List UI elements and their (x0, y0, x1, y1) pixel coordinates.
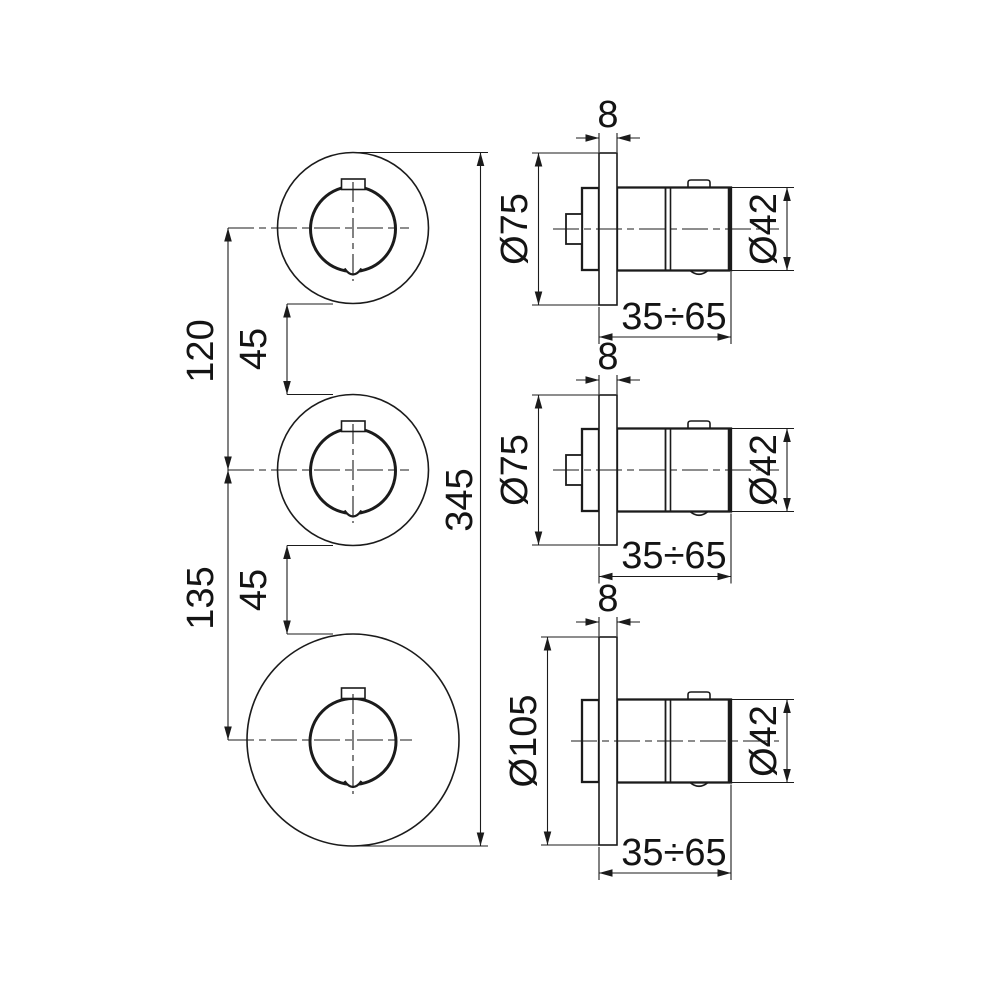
arrowhead (717, 572, 731, 581)
handle-bottom-button (689, 510, 709, 517)
arrowhead (617, 376, 631, 384)
dim-label-135: 135 (180, 566, 222, 629)
arrowhead (283, 381, 291, 395)
arrowhead (224, 228, 232, 242)
arrowhead (585, 376, 599, 384)
dim-wall-depth: 35÷65 (598, 513, 732, 584)
arrowhead (783, 257, 791, 271)
dim-center-spacing: 120 135 (180, 228, 232, 740)
arrowhead (534, 291, 543, 305)
dim-label-plate-diameter: Ø75 (494, 434, 536, 506)
arrowhead (599, 869, 613, 877)
handle-top-button (687, 179, 711, 188)
dim-plate-diameter: Ø105 (503, 636, 599, 846)
arrowhead (783, 428, 791, 442)
arrowhead (534, 395, 543, 409)
handle-bottom-button (689, 781, 709, 788)
dim-label-handle-diameter: Ø42 (743, 705, 785, 777)
dim-label-45-bottom: 45 (233, 569, 275, 611)
arrowhead (224, 726, 232, 740)
dim-label-wall-depth: 35÷65 (621, 535, 726, 577)
dim-label-45-top: 45 (233, 328, 275, 370)
dim-plate-diameter: Ø75 (494, 152, 599, 306)
arrowhead (283, 620, 291, 634)
arrowhead (543, 831, 552, 845)
arrowhead (543, 637, 552, 651)
dim-label-plate-thickness: 8 (597, 336, 618, 378)
dim-label-plate-diameter: Ø105 (503, 695, 545, 788)
arrowhead (224, 470, 232, 484)
dim-label-handle-diameter: Ø42 (743, 434, 785, 506)
arrowhead (717, 333, 731, 341)
dim-plate-thickness: 8 (576, 336, 640, 394)
arrowhead (585, 618, 599, 626)
dim-label-handle-diameter: Ø42 (743, 193, 785, 265)
arrowhead (783, 187, 791, 201)
dim-label-plate-thickness: 8 (597, 578, 618, 620)
front-view: 120 135 45 45 345 (180, 151, 488, 847)
arrowhead (599, 572, 613, 581)
dim-plate-diameter: Ø75 (494, 394, 599, 546)
handle-bottom-button (689, 269, 709, 276)
arrowhead (783, 498, 791, 512)
dim-overall-height: 345 (350, 151, 488, 847)
arrowhead (534, 531, 543, 545)
dim-plate-thickness: 8 (576, 578, 640, 636)
arrowhead (585, 134, 599, 142)
arrowhead (476, 152, 485, 166)
dim-label-wall-depth: 35÷65 (621, 832, 726, 874)
knob-1 (228, 151, 430, 305)
dim-label-plate-thickness: 8 (597, 94, 618, 136)
side-view-middle: Ø75 Ø42 8 35÷65 (494, 336, 794, 584)
arrowhead (717, 869, 731, 877)
arrowhead (617, 134, 631, 142)
dim-label-wall-depth: 35÷65 (621, 296, 726, 338)
dim-label-plate-diameter: Ø75 (494, 193, 536, 265)
side-view-bottom: Ø105 Ø42 8 35÷65 (503, 578, 794, 880)
dim-handle-diameter: Ø42 (731, 698, 794, 784)
arrowhead (283, 545, 291, 559)
dim-gap-bottom: 45 (233, 544, 333, 635)
dim-label-120: 120 (180, 319, 222, 382)
dim-label-345: 345 (439, 468, 481, 531)
arrowhead (534, 153, 543, 167)
dim-wall-depth: 35÷65 (598, 784, 732, 880)
handle-top-button (687, 420, 711, 429)
arrowhead (599, 333, 613, 341)
arrowhead (476, 832, 485, 846)
arrowhead (224, 456, 232, 470)
arrowhead (783, 769, 791, 783)
side-view-top: Ø75 Ø42 8 35÷65 (494, 94, 794, 344)
arrowhead (283, 304, 291, 318)
dim-plate-thickness: 8 (576, 94, 640, 152)
knob-2 (228, 393, 430, 547)
arrowhead (617, 618, 631, 626)
dim-handle-diameter: Ø42 (731, 427, 794, 513)
dim-handle-diameter: Ø42 (731, 186, 794, 272)
dim-wall-depth: 35÷65 (598, 272, 732, 344)
dim-gap-top: 45 (233, 303, 333, 396)
arrowhead (783, 699, 791, 713)
handle-top-button (687, 691, 711, 700)
knob-3 (228, 633, 460, 847)
